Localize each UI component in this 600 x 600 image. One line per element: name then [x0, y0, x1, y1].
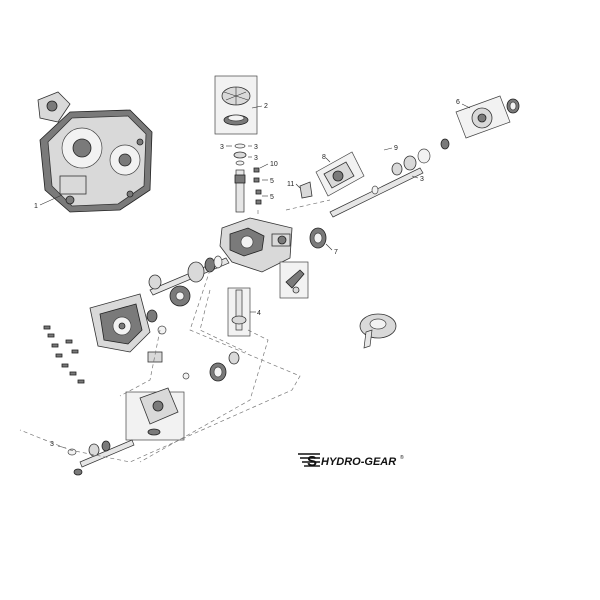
cover-seals: [146, 309, 167, 363]
lower-block: [125, 387, 185, 441]
callout-2: 2: [264, 103, 268, 110]
callout-9: 9: [394, 145, 398, 152]
callout-8: 8: [322, 154, 326, 161]
hub-box-6: [455, 95, 520, 139]
callout-3a: 3: [254, 144, 258, 151]
input-shaft-stack: [226, 143, 252, 213]
bearing-7: [309, 227, 333, 251]
spindle-hub-icon: [359, 313, 397, 349]
callout-3d: 3: [420, 176, 424, 183]
assembled-transaxle: [37, 91, 153, 213]
logo-trademark: ®: [400, 454, 404, 461]
gear-train: [148, 255, 230, 307]
callout-3e: 3: [50, 441, 54, 448]
hydro-gear-logo: S HYDRO-GEAR ®: [298, 453, 404, 470]
bolt-column: [43, 325, 85, 384]
callout-5b: 5: [270, 194, 274, 201]
callout-3b: 3: [254, 155, 258, 162]
assembly-dashed-lines: [19, 199, 331, 463]
callout-3c: 3: [220, 144, 224, 151]
logo-text: HYDRO-GEAR: [321, 456, 396, 468]
lower-rollers: [182, 351, 240, 382]
callout-4: 4: [257, 310, 261, 317]
shift-arm-box: [279, 261, 309, 299]
fastener-group-upper: [253, 163, 269, 205]
right-axle-shaft: [329, 138, 450, 218]
brake-assembly-box: [315, 151, 365, 197]
fan-pulley-box: [214, 75, 263, 135]
bracket-11: [295, 181, 313, 199]
lower-shaft-assembly: [57, 439, 135, 476]
callout-5a: 5: [270, 178, 274, 185]
logo-mark: S: [307, 453, 317, 470]
end-cover: [89, 293, 151, 353]
callout-10: 10: [270, 161, 278, 168]
callout-11: 11: [287, 181, 294, 188]
callout-6a: 6: [456, 99, 460, 106]
callout-7: 7: [334, 249, 338, 256]
central-housing: [219, 217, 293, 273]
motor-shaft-box-4: [227, 287, 256, 337]
callout-1: 1: [34, 203, 38, 210]
